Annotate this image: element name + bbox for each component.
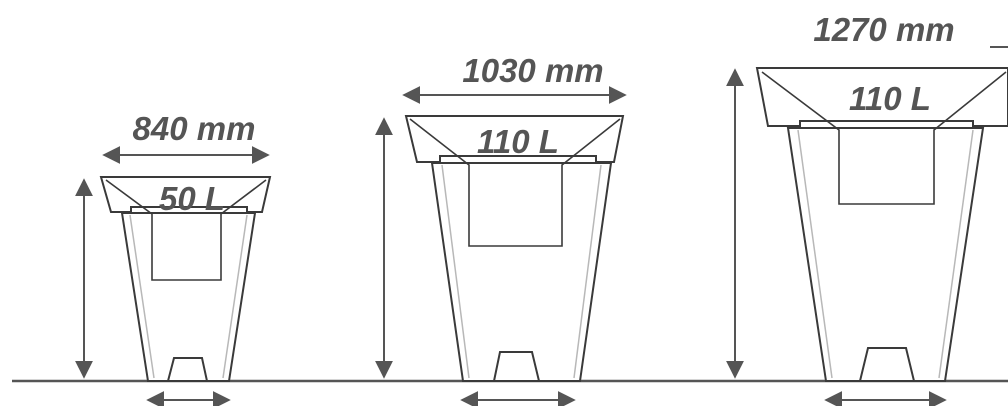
planter-large-width-label: 1270 mm [813, 11, 954, 48]
planter-large-rim [755, 67, 1008, 127]
planter-medium-foot [492, 351, 541, 382]
planter-large-foot [858, 347, 916, 382]
planter-small: 840 mm 50 L [75, 110, 272, 406]
planter-large-reservoir [761, 71, 1007, 205]
planter-small-width-label: 840 mm [133, 110, 256, 147]
planter-medium: 1030 mm 110 L [375, 52, 627, 406]
planter-large-volume-label: 110 L [849, 80, 931, 117]
planter-medium-body [430, 162, 613, 382]
planter-small-volume-label: 50 L [159, 180, 225, 217]
planter-medium-reservoir [409, 118, 621, 247]
planter-small-rim [99, 176, 272, 213]
planter-medium-volume-label: 110 L [477, 123, 559, 160]
planter-small-foot [166, 357, 209, 382]
planter-large-body [786, 127, 985, 382]
planter-large: 1270 mm 110 L [726, 11, 1008, 406]
planter-small-reservoir [105, 179, 267, 281]
planter-medium-rim [404, 115, 625, 163]
planter-medium-width-label: 1030 mm [462, 52, 603, 89]
